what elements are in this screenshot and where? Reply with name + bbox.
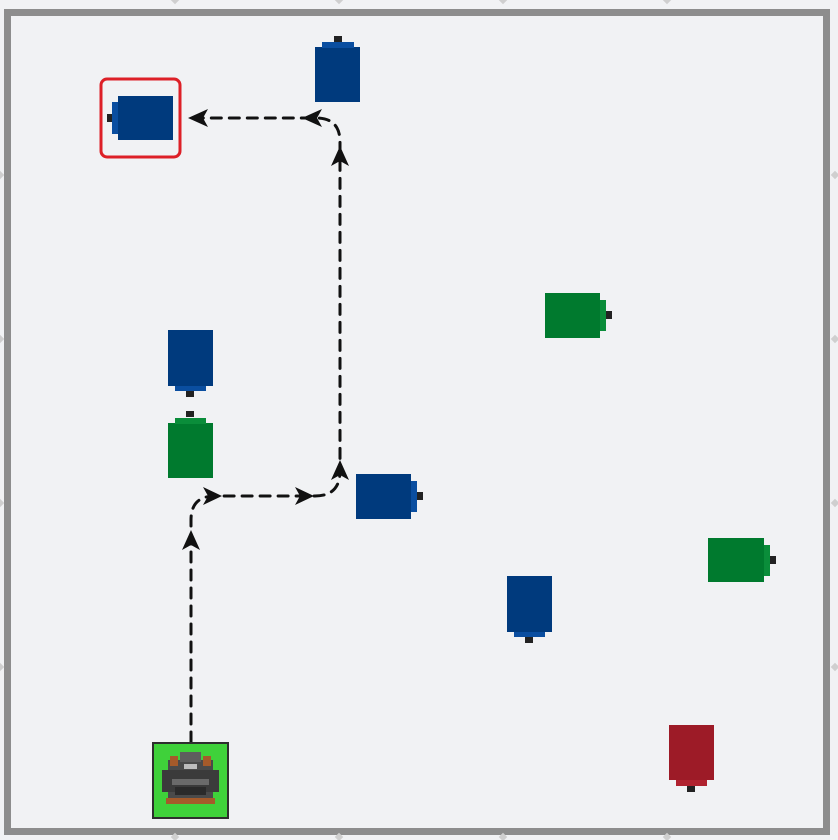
red-block[interactable]	[669, 725, 714, 792]
green-block-2[interactable]	[545, 293, 612, 338]
green-block-3[interactable]	[708, 538, 776, 582]
arena-frame	[4, 9, 830, 835]
arrow-up-icon	[182, 530, 200, 550]
route-path	[188, 116, 342, 744]
arrow-right-icon	[295, 487, 314, 505]
blue-block-1[interactable]	[315, 36, 360, 102]
arrow-left-icon	[302, 109, 322, 127]
blue-block-4[interactable]	[507, 576, 552, 643]
arrow-left-icon	[188, 109, 208, 127]
blue-block-3[interactable]	[356, 474, 423, 519]
arrow-up-icon	[331, 460, 349, 480]
green-block-1[interactable]	[168, 411, 213, 478]
route-arrows	[182, 109, 349, 550]
arrow-right-icon	[203, 487, 222, 505]
target-highlight-icon[interactable]	[99, 77, 182, 159]
robot-base-icon[interactable]	[152, 742, 229, 819]
blue-block-target[interactable]	[107, 96, 173, 140]
blue-block-2[interactable]	[168, 330, 213, 397]
arrow-up-icon	[331, 146, 349, 166]
